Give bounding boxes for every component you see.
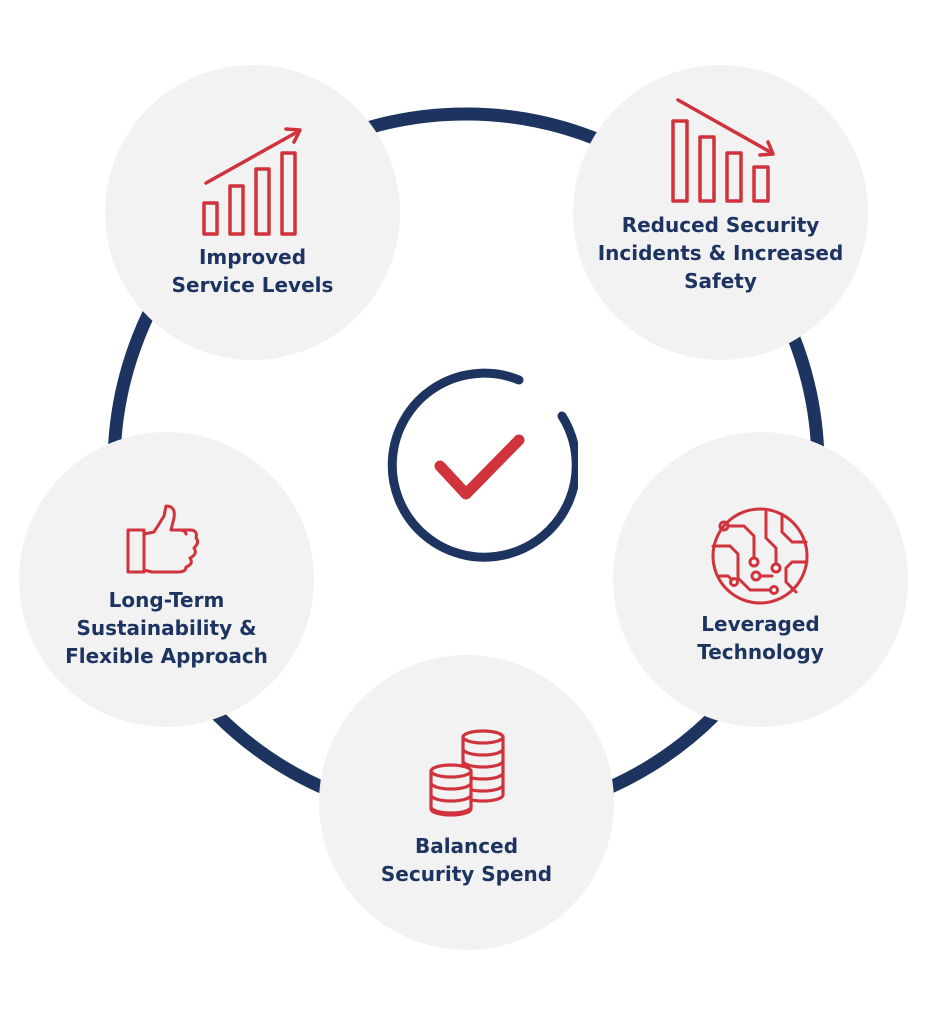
- node-label-line: Security Spend: [380, 862, 553, 886]
- checkmark-icon: [387, 368, 578, 562]
- bar-chart-down-icon: [671, 98, 775, 203]
- node-label-line: Improved: [198, 245, 307, 269]
- node-label-line: Flexible Approach: [65, 644, 268, 668]
- bar-chart-up-icon: [202, 127, 302, 236]
- node-leveraged-technology: Leveraged Technology: [613, 432, 908, 727]
- node-label-line: Balanced: [414, 834, 519, 858]
- node-label-line: Long-Term: [108, 588, 225, 612]
- node-label-line: Sustainability &: [76, 616, 257, 640]
- node-label-line: Leveraged: [701, 612, 820, 636]
- node-improved-service-levels: Improved Service Levels: [105, 65, 400, 360]
- circuit-icon: [711, 507, 809, 605]
- thumbs-up-icon: [126, 504, 200, 574]
- node-reduced-security-incidents: Reduced Security Incidents & Increased S…: [573, 65, 868, 360]
- node-balanced-security-spend: Balanced Security Spend: [319, 655, 614, 950]
- node-label-line: Incidents & Increased: [597, 241, 844, 265]
- coins-icon: [429, 729, 505, 817]
- node-label-line: Service Levels: [171, 273, 334, 297]
- node-long-term-sustainability: Long-Term Sustainability & Flexible Appr…: [19, 432, 314, 727]
- node-label-line: Technology: [697, 640, 824, 664]
- node-label-line: Reduced Security: [621, 213, 820, 237]
- node-label-line: Safety: [684, 269, 757, 293]
